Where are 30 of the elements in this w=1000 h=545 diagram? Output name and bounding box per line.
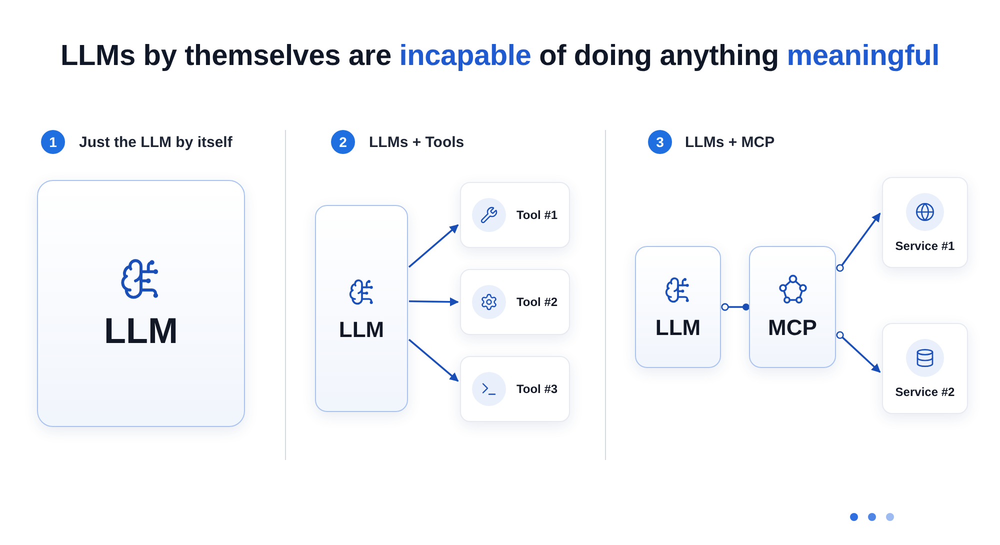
connector-arrow: [836, 212, 881, 272]
connector-arrow: [408, 224, 459, 268]
model-card: [749, 246, 836, 368]
model-card: [635, 246, 721, 368]
connector-arrow: [408, 338, 459, 382]
tool-card: [460, 356, 570, 422]
title: LLMs by themselves are incapable of doing anything meaningful: [60, 40, 940, 73]
node-label: Service #2: [895, 384, 955, 398]
step-number-badge: 1: [41, 130, 65, 154]
step-number-badge: 2: [331, 130, 355, 154]
connector-arrow: [836, 331, 881, 373]
node-label: LLM: [338, 316, 384, 342]
step-number-badge: 3: [648, 130, 672, 154]
node-label: LLM: [104, 310, 178, 352]
model-card: [37, 180, 245, 427]
model-card: [315, 205, 408, 412]
connector-arrow: [408, 297, 459, 306]
node-label: MCP: [768, 315, 817, 341]
node-label: Tool #3: [516, 382, 558, 396]
node-label: Tool #1: [516, 208, 558, 222]
node-label: LLM: [655, 315, 701, 341]
section-heading: LLMs + MCP: [685, 134, 775, 151]
section-heading: Just the LLM by itself: [79, 134, 232, 151]
tool-card: [460, 182, 570, 248]
service-card: [882, 177, 968, 268]
tool-card: [460, 269, 570, 335]
node-label: Service #1: [895, 238, 955, 252]
service-card: [882, 323, 968, 414]
section-heading: LLMs + Tools: [369, 134, 464, 151]
node-label: Tool #2: [516, 295, 558, 309]
